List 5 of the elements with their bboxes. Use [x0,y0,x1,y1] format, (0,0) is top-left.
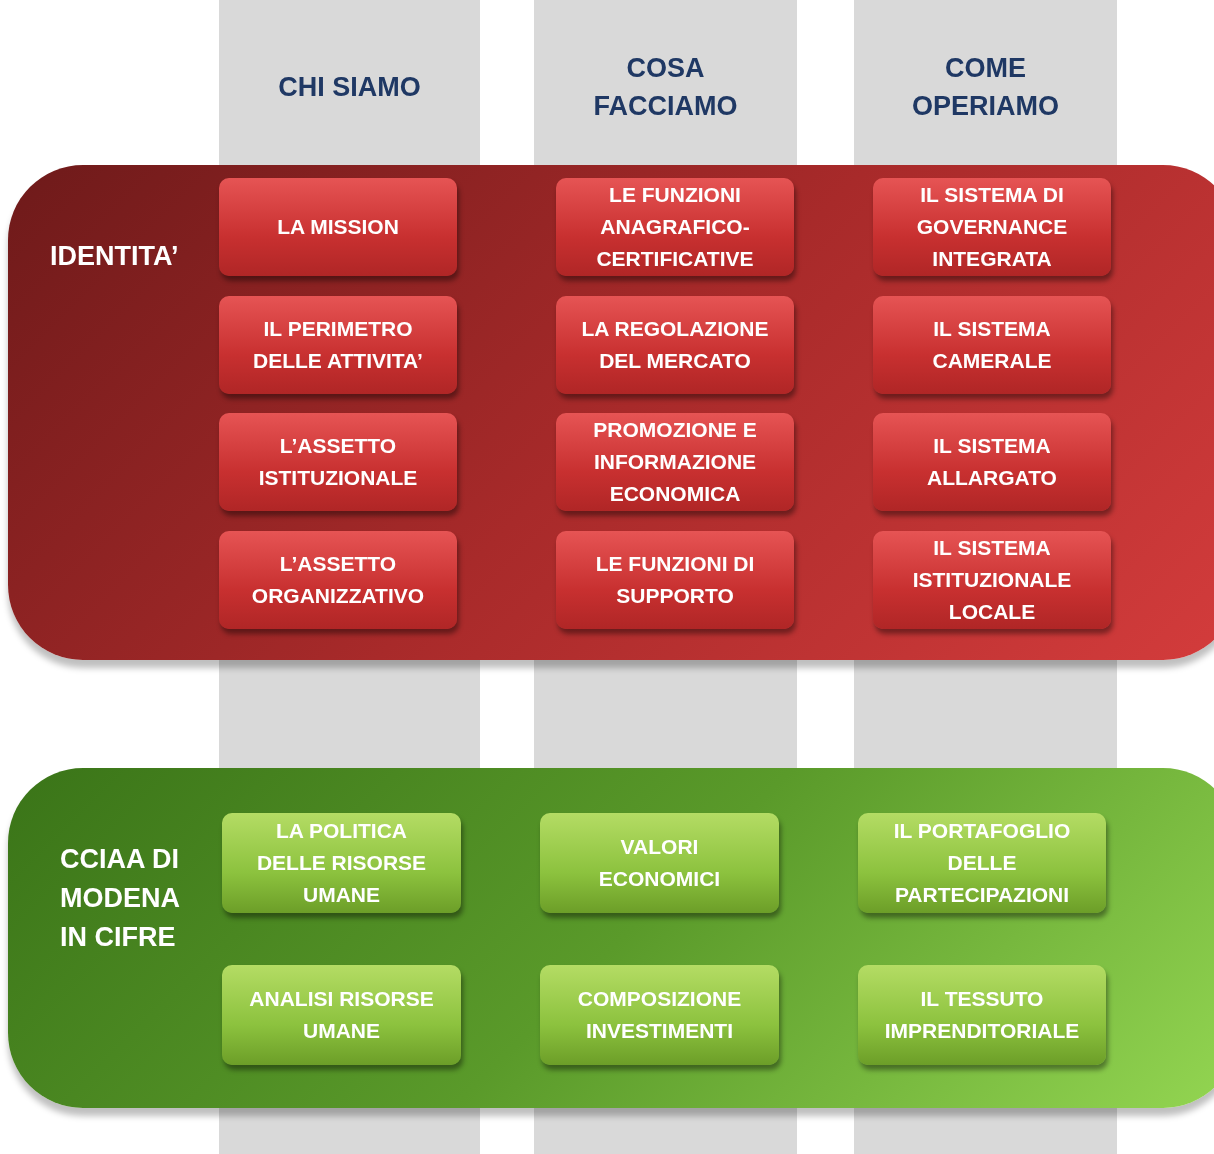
column-header: COSA FACCIAMO [592,51,739,123]
section-label: CCIAA DI MODENA IN CIFRE [60,843,180,954]
section-label: IDENTITA’ [50,240,180,273]
column-header: COME OPERIAMO [911,51,1060,123]
column-header: CHI SIAMO [277,70,422,104]
